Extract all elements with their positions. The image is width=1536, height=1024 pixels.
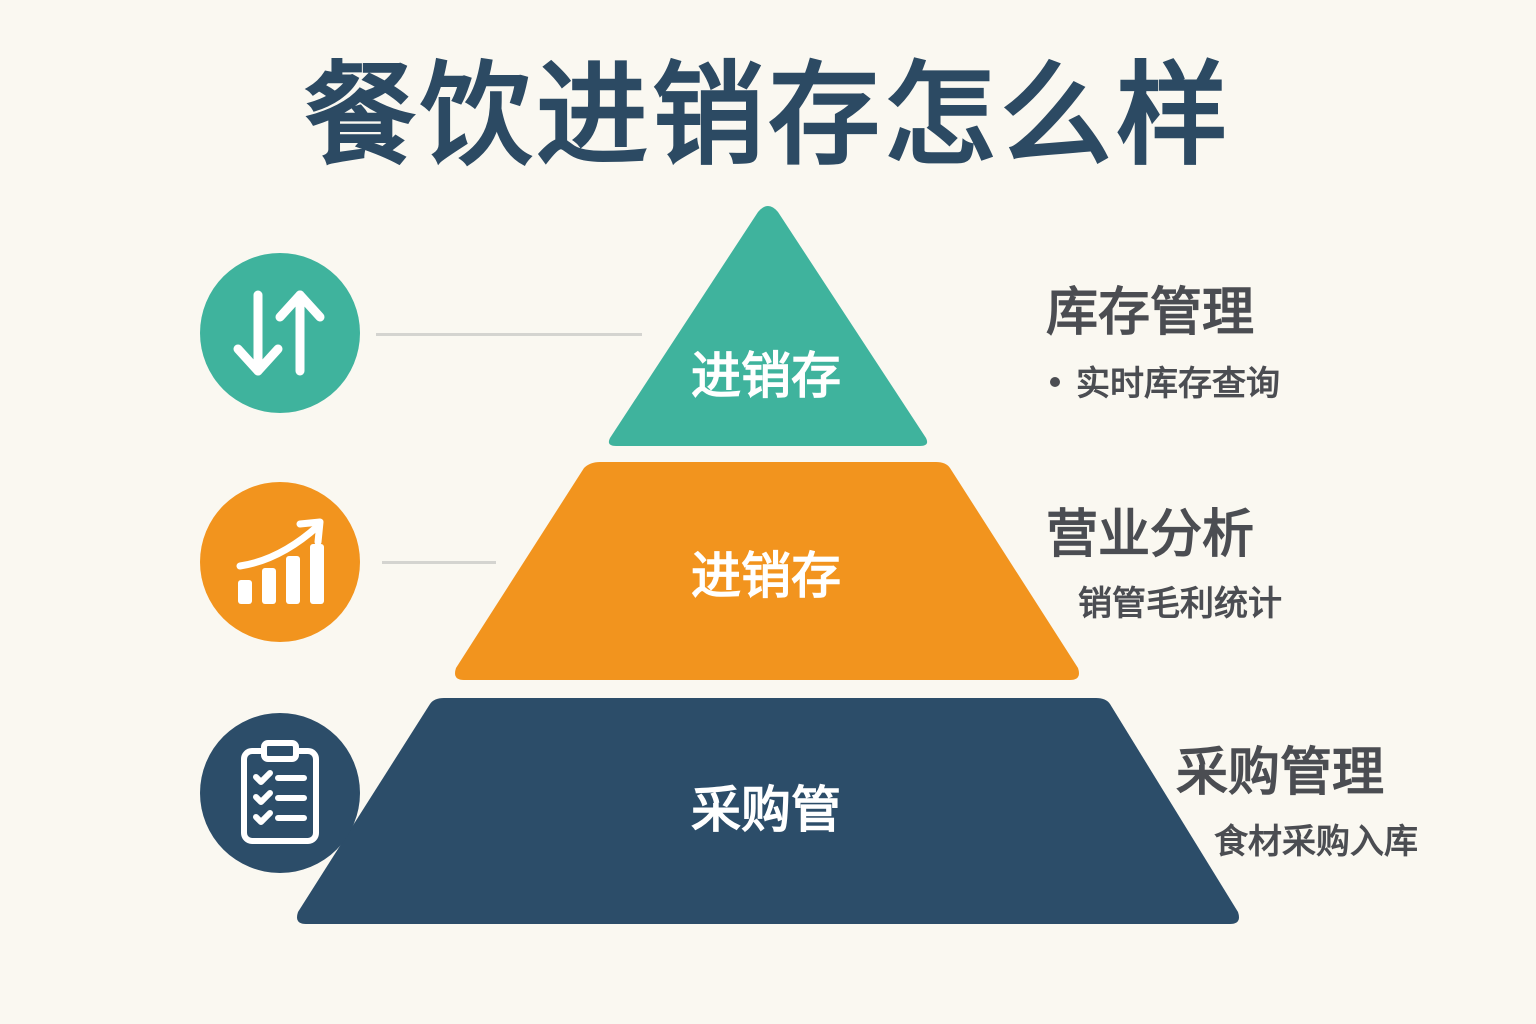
pyramid-tier-middle <box>455 462 1079 680</box>
connector-middle <box>382 561 496 564</box>
tier-label-middle: 进销存 <box>691 547 841 605</box>
icon-circle-top <box>200 253 360 413</box>
annotation-sub-top-text: 实时库存查询 <box>1076 364 1280 404</box>
annotation-sub-middle: 销管毛利统计 <box>1078 584 1282 624</box>
annotation-heading-bottom: 采购管理 <box>1176 743 1385 803</box>
tier-label-top: 进销存 <box>691 347 841 405</box>
tier-label-bottom: 采购管 <box>691 781 841 839</box>
page-title: 餐饮进销存怎么样 <box>304 51 1232 181</box>
annotation-heading-middle: 营业分析 <box>1046 505 1255 565</box>
annotation-sub-bottom: 食材采购入库 <box>1214 822 1418 862</box>
clipboard-checklist-icon <box>241 740 319 844</box>
annotation-sub-top: 实时库存查询 <box>1050 362 1280 406</box>
connector-top <box>376 333 642 336</box>
bar-chart-growth-icon <box>236 518 324 604</box>
bullet-dot <box>1050 376 1060 387</box>
annotation-heading-top: 库存管理 <box>1046 283 1255 343</box>
pyramid-tier-top <box>608 206 928 446</box>
pyramid-tier-bottom <box>297 698 1239 924</box>
icon-circle-bottom <box>200 713 360 873</box>
icon-circle-middle <box>200 482 360 642</box>
up-down-arrows-icon <box>233 290 325 376</box>
